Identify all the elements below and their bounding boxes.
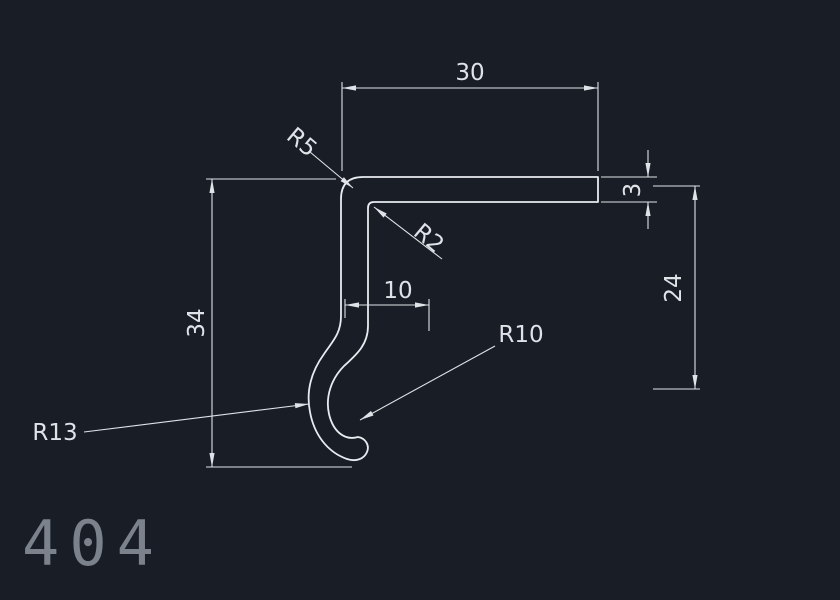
dim10-label: 10 [383,278,412,304]
dim3-arrow-top [645,163,651,177]
dim3-arrow-bottom [645,202,651,216]
r5-arrow [340,177,353,188]
part-number-label: 404 [22,507,164,580]
dim24-arrow-bottom [692,375,698,389]
profile-outline [307,176,599,462]
dim3-label: 3 [620,183,646,198]
dim34-arrow-top [209,179,215,193]
r10-leader [359,345,496,421]
r10-label: R10 [498,322,543,348]
dim24-label: 24 [661,273,687,302]
r2-leader [373,206,443,260]
dimension-arrows [209,85,698,467]
dim34-label: 34 [184,308,210,337]
dimension-lines [83,82,700,468]
dim30-arrow-left [342,85,356,91]
r10-arrow [360,410,374,420]
r2-arrow [374,207,387,218]
r13-arrow [294,403,309,409]
dim30-arrow-right [584,85,598,91]
dim34-arrow-bottom [209,453,215,467]
r13-label: R13 [32,420,77,446]
profile-geometry [307,176,599,462]
dim10-arrow-left [345,302,359,308]
dim30-label: 30 [455,60,484,86]
dim10-arrow-right [415,302,429,308]
dim24-arrow-top [692,186,698,200]
r13-leader [83,403,310,433]
